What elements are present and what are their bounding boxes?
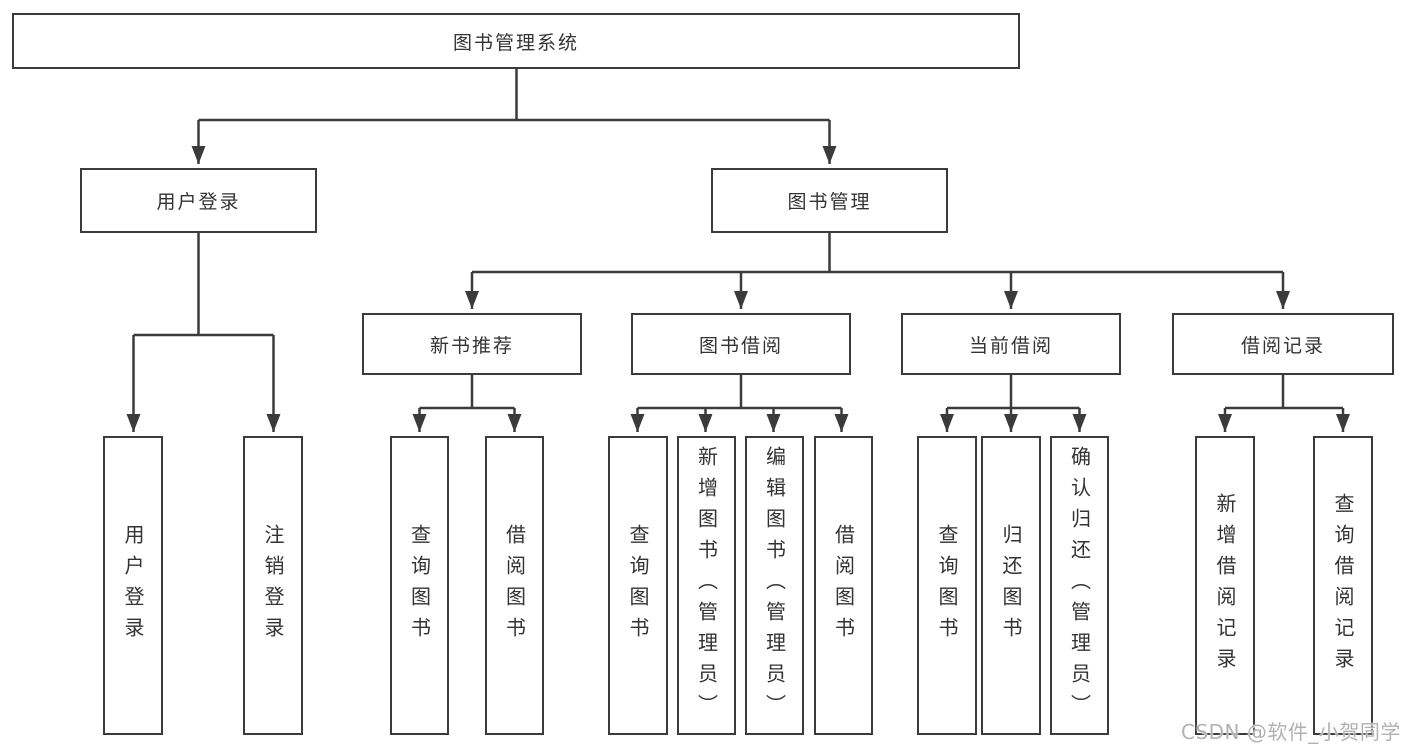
leaf-confirm-return-admin: 确认归还（管理员） <box>1050 436 1109 735</box>
leaf-query-borrow-record: 查询借阅记录 <box>1313 436 1373 735</box>
leaf-query-books: 查询图书 <box>390 436 449 735</box>
node-label: 注销登录 <box>261 523 285 648</box>
node-label: 查询图书 <box>626 523 650 648</box>
node-library-management-system: 图书管理系统 <box>12 13 1020 69</box>
node-label: 借阅记录 <box>1240 334 1325 357</box>
node-label: 当前借阅 <box>968 334 1053 357</box>
node-new-book-recommendation: 新书推荐 <box>362 313 582 375</box>
node-label: 图书借阅 <box>698 334 783 357</box>
csdn-watermark: CSDN @软件_小贺同学 <box>1181 720 1401 744</box>
node-label: 查询图书 <box>935 523 959 648</box>
node-label: 用户登录 <box>121 523 145 648</box>
node-label: 借阅图书 <box>831 523 856 648</box>
node-book-management: 图书管理 <box>711 168 948 233</box>
leaf-edit-books-admin: 编辑图书（管理员） <box>745 436 804 735</box>
node-label: 图书管理 <box>787 191 872 213</box>
leaf-add-books-admin: 新增图书（管理员） <box>677 436 736 735</box>
leaf-user-login: 用户登录 <box>103 436 163 735</box>
node-book-borrowing: 图书借阅 <box>631 313 851 375</box>
node-label: 借阅图书 <box>502 523 527 648</box>
node-label: 确认归还（管理员） <box>1067 446 1092 725</box>
leaf-logout: 注销登录 <box>243 436 303 735</box>
leaf-return-books: 归还图书 <box>981 436 1041 735</box>
node-label: 编辑图书（管理员） <box>762 446 787 725</box>
node-label: 用户登录 <box>156 191 241 213</box>
node-label: 查询借阅记录 <box>1331 492 1355 679</box>
leaf-query-books: 查询图书 <box>917 436 977 735</box>
node-label: 归还图书 <box>999 523 1023 648</box>
node-label: 新增图书（管理员） <box>694 446 719 725</box>
node-label: 查询图书 <box>407 523 432 648</box>
node-user-login: 用户登录 <box>80 168 317 233</box>
leaf-add-borrow-record: 新增借阅记录 <box>1195 436 1255 735</box>
leaf-borrow-books: 借阅图书 <box>485 436 544 735</box>
node-current-borrowing: 当前借阅 <box>901 313 1121 375</box>
node-borrowing-records: 借阅记录 <box>1172 313 1394 375</box>
leaf-borrow-books: 借阅图书 <box>814 436 873 735</box>
node-label: 新书推荐 <box>429 334 514 357</box>
node-label: 图书管理系统 <box>452 31 579 54</box>
node-label: 新增借阅记录 <box>1213 492 1237 679</box>
leaf-query-books: 查询图书 <box>608 436 668 735</box>
